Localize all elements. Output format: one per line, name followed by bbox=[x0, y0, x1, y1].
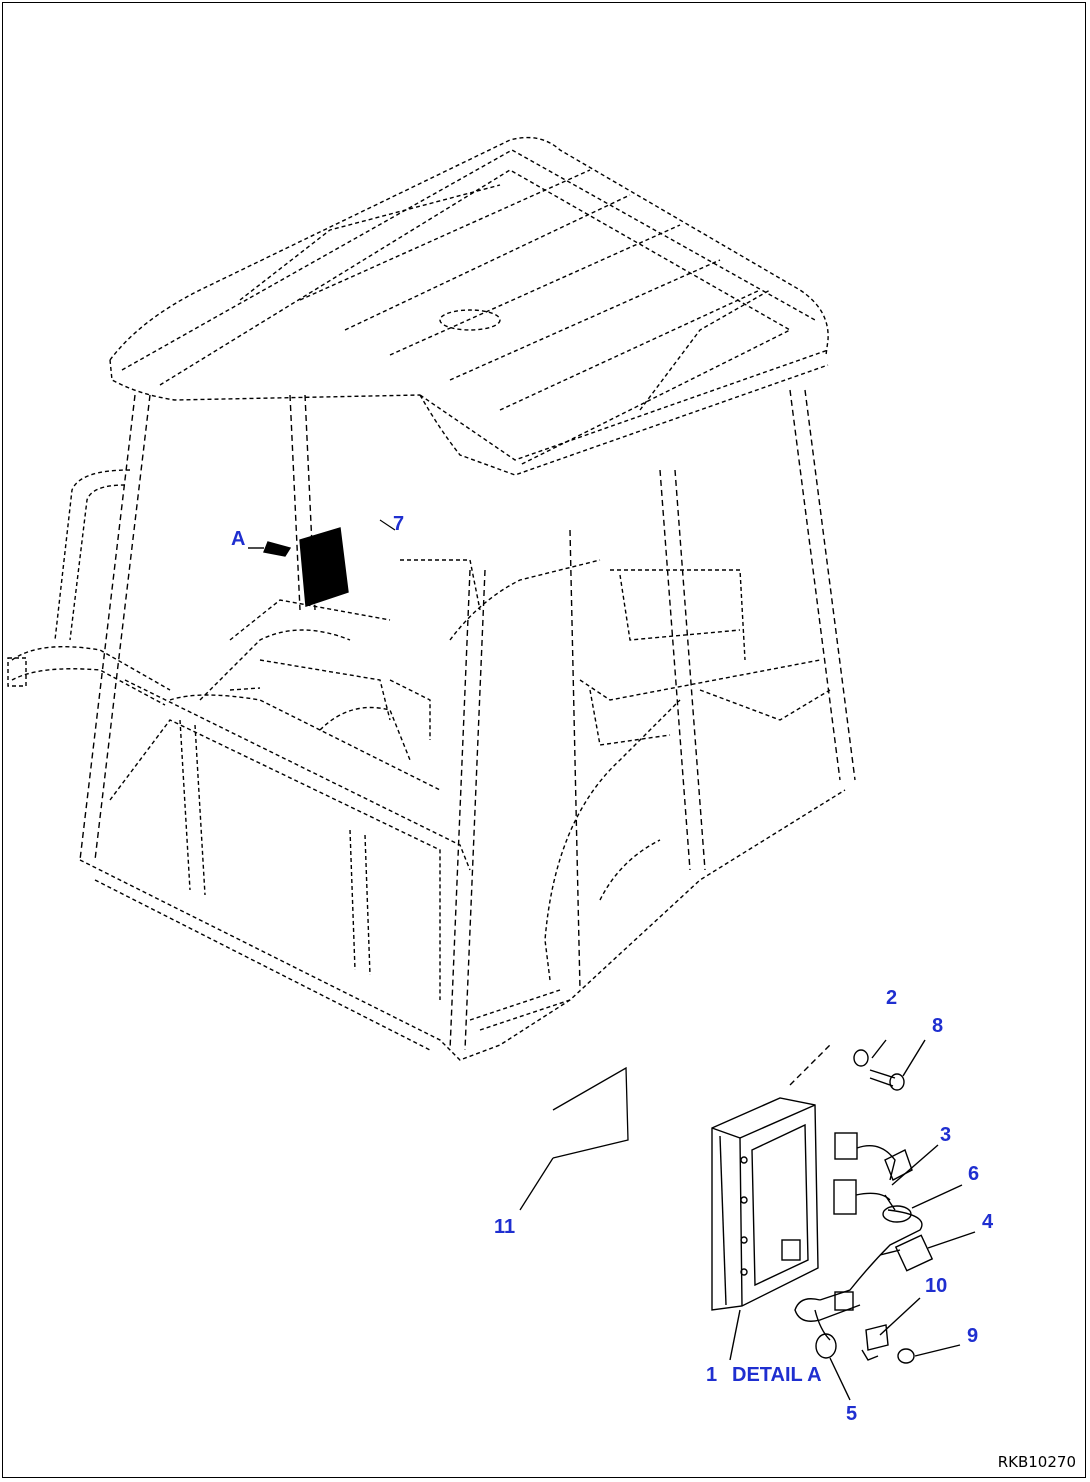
callout-4: 4 bbox=[982, 1211, 994, 1233]
callout-3: 3 bbox=[940, 1124, 951, 1146]
callout-1: 1 bbox=[706, 1364, 717, 1386]
callout-2: 2 bbox=[886, 987, 897, 1009]
left-handrail bbox=[7, 469, 171, 706]
callout-7: 7 bbox=[393, 513, 404, 535]
callout-10: 10 bbox=[925, 1275, 947, 1297]
callout-8: 8 bbox=[932, 1015, 943, 1037]
bracket-10 bbox=[865, 1324, 889, 1351]
callout-11: 11 bbox=[494, 1216, 515, 1238]
callout-9: 9 bbox=[967, 1325, 978, 1347]
callout-detail-a: DETAIL A bbox=[732, 1364, 822, 1386]
cab-body bbox=[79, 559, 846, 1061]
controller-in-cab bbox=[248, 527, 349, 607]
cab-roof bbox=[109, 136, 829, 476]
callout-texts: A 7 2 8 3 6 4 10 9 11 1 DETAIL A 5 bbox=[231, 513, 994, 1425]
cab-pillars bbox=[79, 389, 856, 1051]
washer-2 bbox=[853, 1049, 869, 1067]
drawing-code: RKB10270 bbox=[997, 1453, 1076, 1471]
part-11-decal bbox=[519, 1066, 629, 1211]
leader-7 bbox=[379, 519, 396, 531]
callout-a: A bbox=[231, 528, 245, 550]
callout-5: 5 bbox=[846, 1403, 857, 1425]
detail-a-assembly bbox=[711, 1039, 976, 1401]
callout-6: 6 bbox=[968, 1163, 979, 1185]
bolt-8 bbox=[869, 1069, 905, 1091]
clip-5 bbox=[815, 1333, 837, 1359]
nut-9 bbox=[897, 1348, 915, 1364]
